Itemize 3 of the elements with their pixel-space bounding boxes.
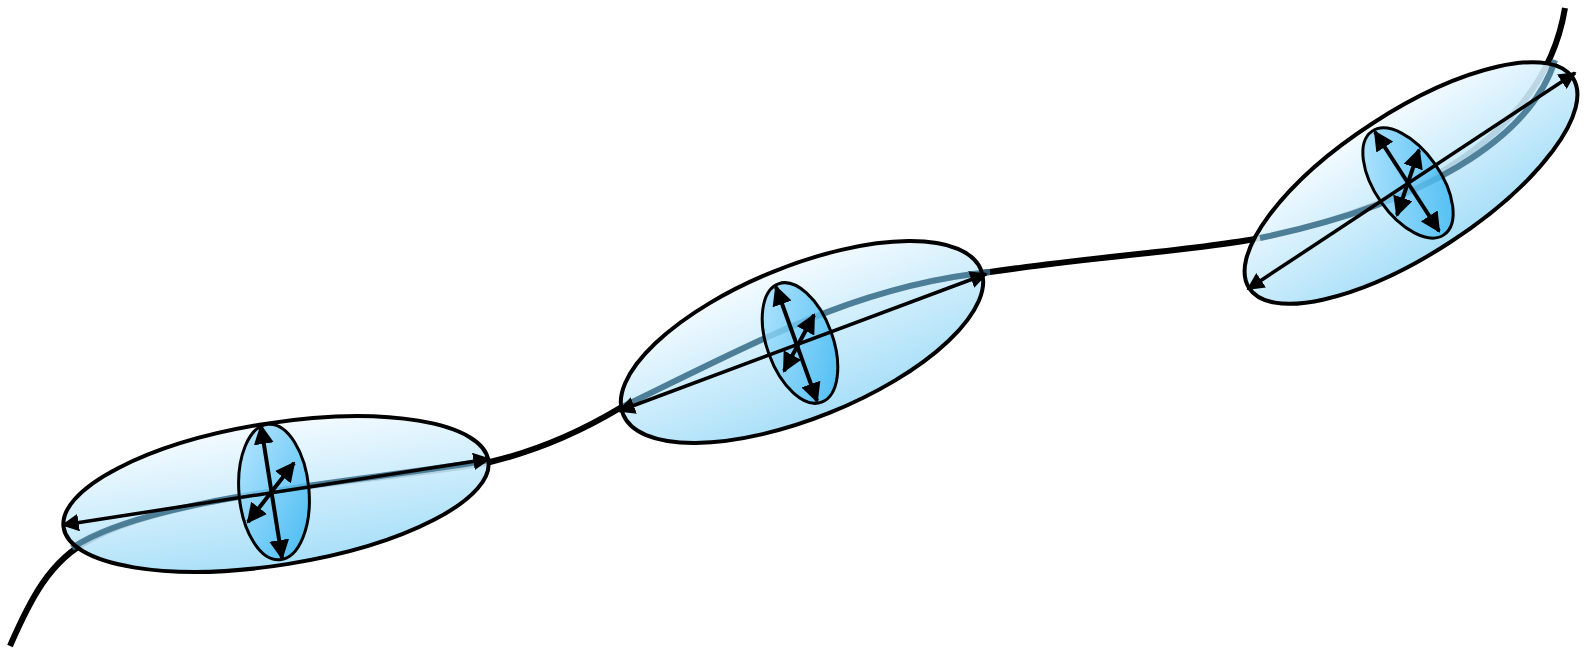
ellipsoid-drawing: [617, 239, 991, 445]
ellipsoid-drawing: [1242, 58, 1580, 306]
ellipsoid-drawing: [61, 414, 491, 574]
